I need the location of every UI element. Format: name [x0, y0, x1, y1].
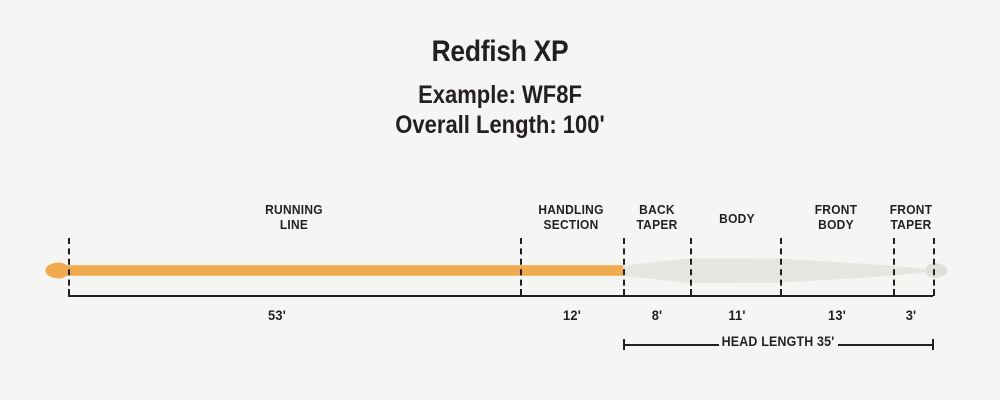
- measurement-baseline: [68, 295, 933, 297]
- specs-block: Example: WF8F Overall Length: 100': [60, 80, 940, 141]
- head-length-cap-right: [932, 339, 934, 350]
- page-title: Redfish XP: [431, 35, 569, 68]
- divider-running-handling: [520, 238, 522, 296]
- example-spec: Example: WF8F: [418, 80, 582, 109]
- section-label-running-line: RUNNING LINE: [265, 202, 323, 232]
- divider-line-end: [933, 238, 935, 296]
- divider-handling-backtaper: [623, 238, 625, 296]
- head-length-rule-right: [838, 344, 933, 346]
- section-label-back-taper: BACK TAPER: [636, 202, 678, 232]
- head-length-rule-left: [624, 344, 719, 346]
- measurement-front-taper: 3': [905, 307, 917, 323]
- rear-welded-loop-icon: [45, 262, 68, 279]
- divider-body-frontbody: [780, 238, 782, 296]
- running-line-segment: [64, 265, 623, 276]
- section-label-body: BODY: [719, 211, 755, 226]
- section-label-handling-section: HANDLING SECTION: [538, 202, 604, 232]
- measurement-handling-section: 12': [563, 307, 581, 323]
- head-length-bracket: HEAD LENGTH 35': [0, 334, 1000, 356]
- head-length-label: HEAD LENGTH 35': [721, 334, 835, 349]
- measurement-running-line: 53': [268, 307, 286, 323]
- divider-frontbody-fronttaper: [893, 238, 895, 296]
- front-welded-loop-icon: [926, 263, 948, 279]
- measurement-back-taper: 8': [651, 307, 663, 323]
- title-block: Redfish XP Example: WF8F Overall Length:…: [0, 36, 1000, 141]
- divider-backtaper-body: [690, 238, 692, 296]
- baseline-tick-2: [623, 289, 625, 296]
- baseline-tick-0: [68, 289, 70, 296]
- measurement-front-body: 13': [828, 307, 846, 323]
- section-label-front-body: FRONT BODY: [814, 202, 858, 232]
- overall-length-spec: Overall Length: 100': [395, 111, 605, 139]
- section-label-front-taper: FRONT TAPER: [889, 202, 933, 232]
- baseline-tick-6: [933, 289, 935, 296]
- baseline-tick-3: [690, 289, 692, 296]
- baseline-tick-1: [520, 289, 522, 296]
- baseline-tick-4: [780, 289, 782, 296]
- divider-line-start: [68, 238, 70, 296]
- measurement-body: 11': [728, 307, 746, 323]
- baseline-tick-5: [893, 289, 895, 296]
- head-length-cap-left: [623, 339, 625, 350]
- head-taper-profile: [623, 258, 926, 283]
